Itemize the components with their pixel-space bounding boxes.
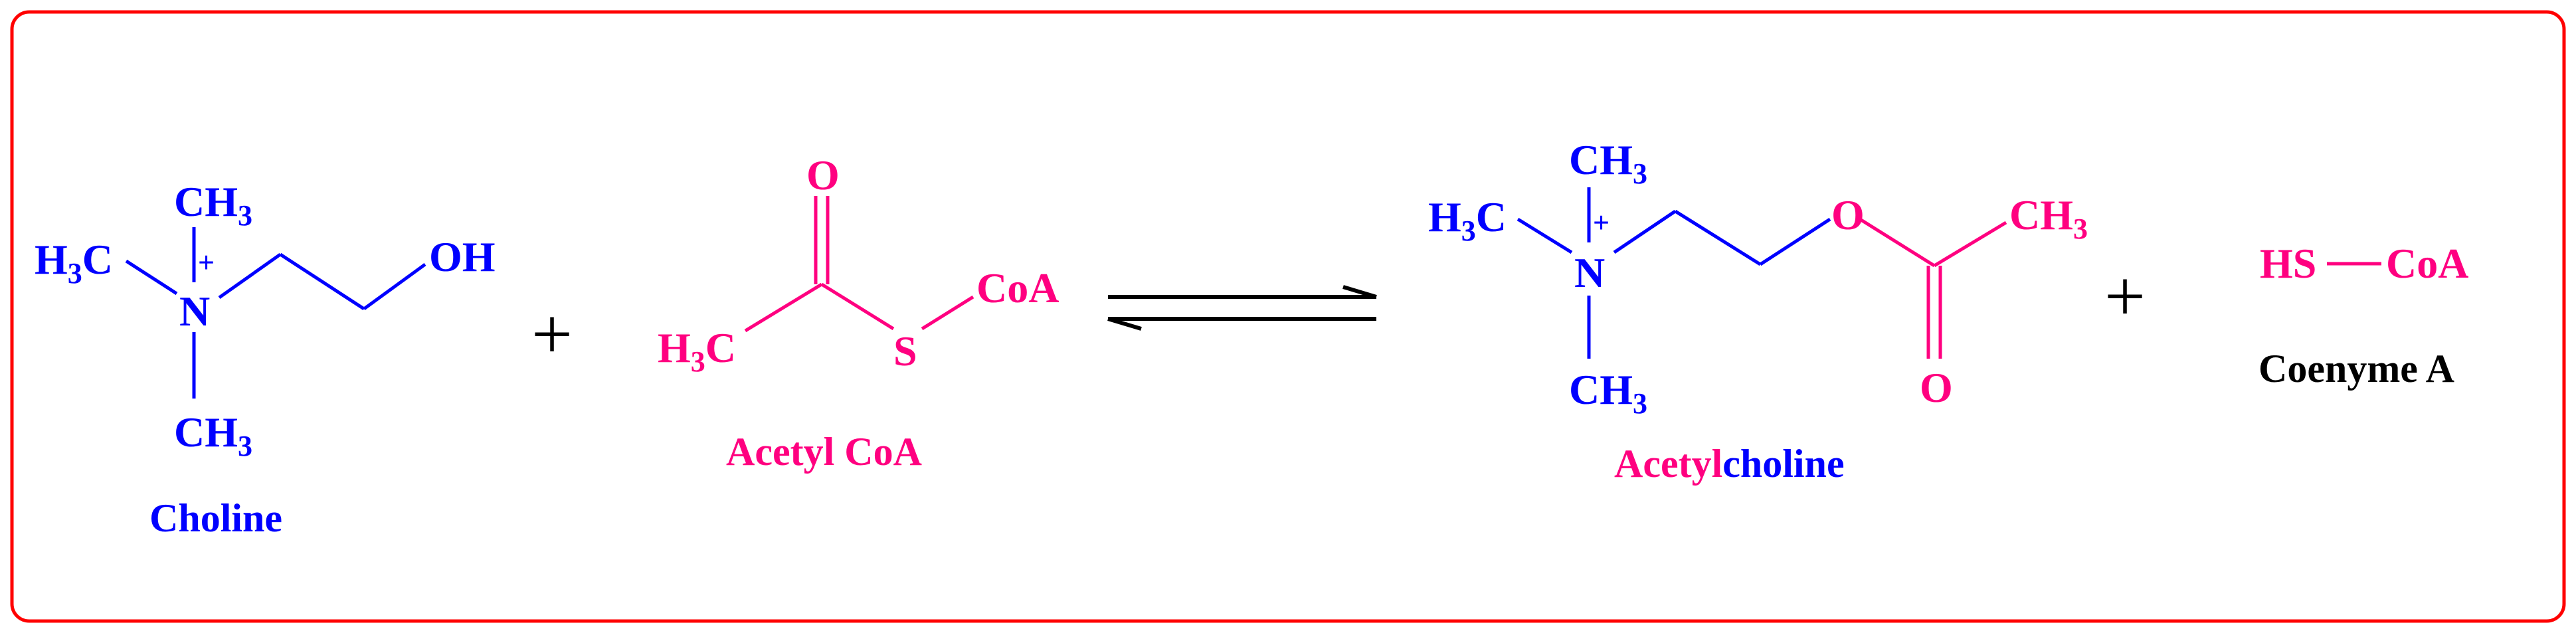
coa-hs-group: HS [2260,240,2316,287]
ach-bond-ch2-ch2 [1674,209,1762,266]
choline-name-label: Choline [149,496,282,540]
ach-methyl-top: CH3 [1569,136,1647,190]
acetylcholine-pink-bonds [1859,217,2007,359]
choline-hydroxyl: OH [429,233,496,280]
choline-positive-charge: + [198,246,215,279]
ach-bond-o-c [1859,217,1936,268]
acetylcholine-name-label: Acetylcholine [1614,442,1845,486]
ach-positive-charge: + [1593,207,1610,239]
ach-nitrogen: N [1574,249,1605,296]
acetylcoa-carbonyl-oxygen: O [806,151,840,199]
choline-methyl-left: H3C [35,236,113,290]
equilibrium-arrows [1107,285,1377,331]
choline-bond-n-ch2 [218,252,282,300]
acetylcoa-coa-group: CoA [976,264,1059,312]
ach-methyl-right: CH3 [2009,191,2088,245]
ach-methyl-bottom: CH3 [1569,366,1647,420]
choline-bond-h3c-n [125,259,178,296]
acetyl-coa-molecule [744,196,974,333]
forward-arrow-head [1342,285,1377,299]
choline-bond-ch2-ch2 [279,252,365,311]
ach-ester-oxygen: O [1831,191,1865,238]
choline-methyl-top: CH3 [174,178,252,232]
choline-nitrogen: N [179,288,210,335]
plus-sign-1: + [531,294,573,375]
ach-bond-n-ch2 [1613,209,1677,254]
coenzyme-a-name-label: Coenyme A [2258,347,2454,391]
frame-border [10,10,2566,623]
acetylcoa-bond-c-s [820,282,895,331]
choline-molecule [125,227,426,399]
ach-bond-ch2-o [1759,217,1831,266]
choline-bond-ch2-oh [363,262,426,311]
ach-methyl-left: H3C [1428,193,1507,247]
coa-coa-group: CoA [2386,240,2468,287]
acetylcoa-bond-ch3-c [744,282,823,333]
acetylcoa-name-label: Acetyl CoA [726,430,922,474]
acetylcoa-sulfur: S [893,327,917,375]
reverse-arrow-head [1107,317,1142,331]
plus-sign-2: + [2104,256,2146,337]
ach-bond-c-ch3 [1933,221,2007,268]
choline-methyl-bottom: CH3 [174,408,252,462]
acetylcoa-bond-s-coa [921,295,974,331]
acetylcholine-blue-bonds [1517,187,1831,359]
ach-bond-h3c-n [1517,217,1573,254]
acetylcoa-methyl: H3C [658,324,736,378]
ach-carbonyl-oxygen: O [1920,364,1953,411]
